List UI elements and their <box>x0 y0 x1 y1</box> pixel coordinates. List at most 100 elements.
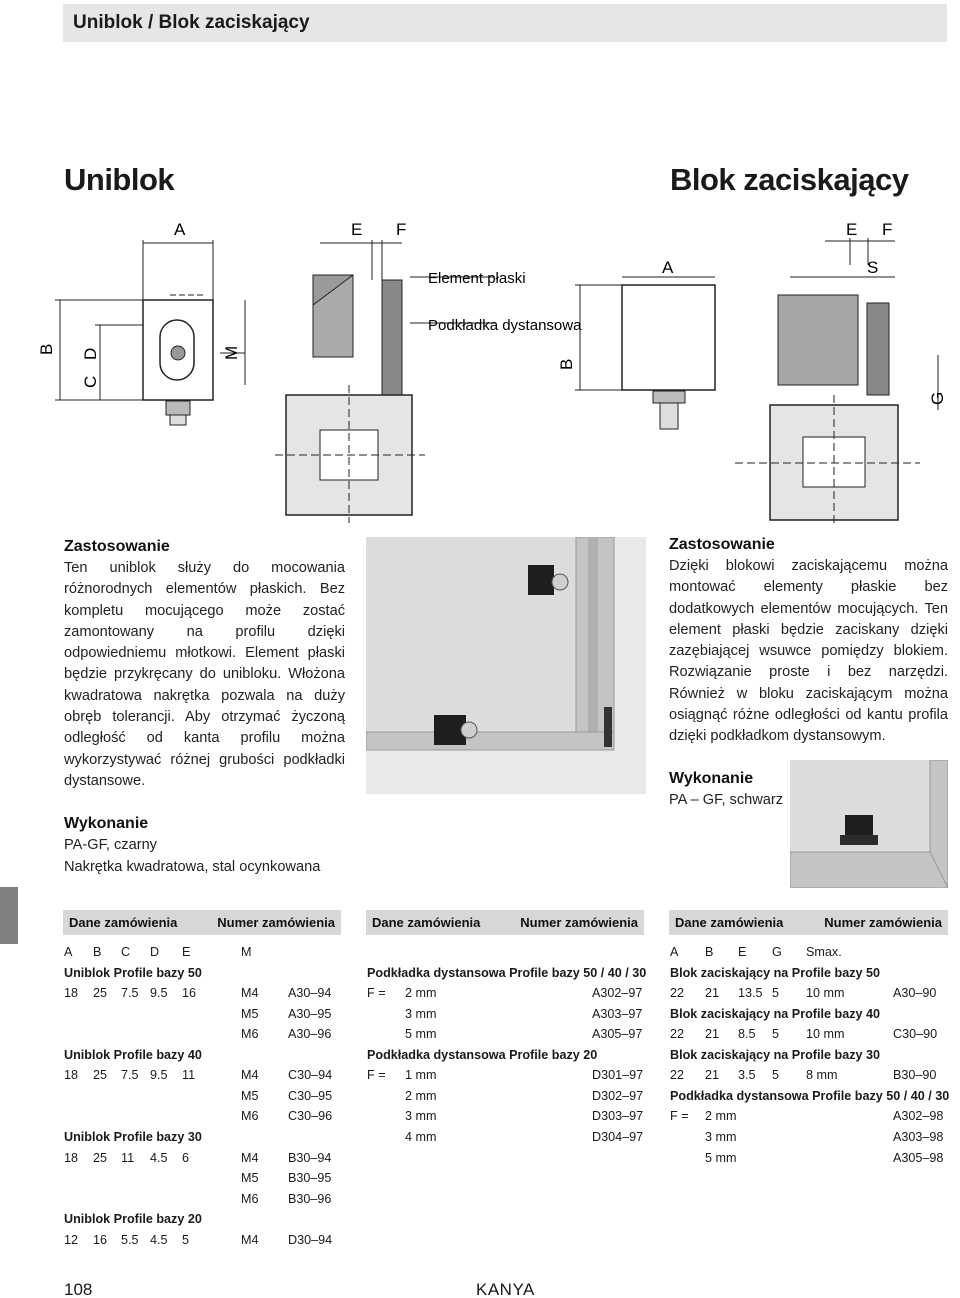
table1-cell: 25 <box>93 1068 108 1083</box>
uniblok-drawing: A E F B C D M <box>37 220 425 523</box>
thickness-label: F = <box>670 1109 689 1124</box>
left-material: PA-GF, czarny <box>64 837 157 854</box>
thread-size: M5 <box>241 1006 259 1021</box>
page-number: 108 <box>64 1280 93 1298</box>
table3-cell: 21 <box>705 1068 720 1083</box>
thread-size: M4 <box>241 1232 259 1247</box>
column-A: A <box>64 945 73 959</box>
table1-cell: 6 <box>182 1150 190 1165</box>
order-number: D304–97 <box>592 1129 644 1144</box>
callout-spacer: Podkładka dystansowa <box>428 317 582 334</box>
table1-cell: 12 <box>64 1232 79 1247</box>
table3-cell: 22 <box>670 1027 685 1042</box>
profile-section-right <box>735 294 920 523</box>
table1-cell: 4.5 <box>150 1150 168 1165</box>
thickness-value: 3 mm <box>405 1109 437 1124</box>
table3-cell: 13.5 <box>738 986 763 1001</box>
table3-cell: 10 mm <box>806 986 845 1001</box>
table3-cell: 22 <box>670 1068 685 1083</box>
order-number: A30–96 <box>288 1027 332 1042</box>
table1-group-title: Uniblok Profile bazy 50 <box>64 965 202 980</box>
dim-label-A: A <box>174 220 186 239</box>
dim-label-S: S <box>867 258 878 277</box>
table1-header: Dane zamówienia Numer zamówienia <box>63 910 341 935</box>
table3-cell: 21 <box>705 1027 720 1042</box>
uniblok-photo <box>366 537 646 794</box>
order-number: A305–97 <box>592 1027 643 1042</box>
table1-cell: 11 <box>121 1150 135 1165</box>
left-heading-application: Zastosowanie <box>64 538 170 555</box>
column-G: G <box>772 945 782 959</box>
table3-header-right: Numer zamówienia <box>824 915 942 930</box>
dim-label-A-right: A <box>662 258 674 277</box>
order-number: D303–97 <box>592 1109 644 1124</box>
chapter-tab <box>0 887 18 944</box>
table1-cell: 7.5 <box>121 986 139 1001</box>
thickness-value: 4 mm <box>405 1129 437 1144</box>
table3-cell: 3.5 <box>738 1068 756 1083</box>
clip-bottom <box>434 715 478 745</box>
left-nut: Nakrętka kwadratowa, stal ocynkowana <box>64 858 321 875</box>
table1-cell: 25 <box>93 986 108 1001</box>
thread-size: M5 <box>241 1171 259 1186</box>
table1-cell: 4.5 <box>150 1232 168 1247</box>
table3-cell: 5 <box>772 1068 780 1083</box>
order-number: B30–90 <box>893 1068 937 1083</box>
column-D: D <box>150 945 160 959</box>
table1-cell: 18 <box>64 1068 79 1083</box>
order-number: C30–94 <box>288 1068 333 1083</box>
thread-size: M5 <box>241 1088 259 1103</box>
table1-header-left: Dane zamówienia <box>69 915 178 930</box>
order-number: A303–98 <box>893 1129 944 1144</box>
table3-group-title: Blok zaciskający na Profile bazy 30 <box>670 1047 881 1062</box>
order-number: D302–97 <box>592 1088 644 1103</box>
table1-cell: 5.5 <box>121 1232 139 1247</box>
order-number: B30–96 <box>288 1191 332 1206</box>
right-material: PA – GF, schwarz <box>669 791 784 808</box>
table1-cell: 9.5 <box>150 1068 168 1083</box>
table2-header-left: Dane zamówienia <box>372 915 481 930</box>
left-description: Zastosowanie Ten uniblok służy do mocowa… <box>64 536 345 878</box>
table1-header-right: Numer zamówienia <box>217 915 335 930</box>
order-number: A302–97 <box>592 986 643 1001</box>
table2-header-right: Numer zamówienia <box>520 915 638 930</box>
table1-cell: 5 <box>182 1232 190 1247</box>
order-number: B30–95 <box>288 1171 332 1186</box>
order-number: D301–97 <box>592 1068 644 1083</box>
order-number: A30–95 <box>288 1006 332 1021</box>
table1-cell: 25 <box>93 1150 108 1165</box>
table1-group-title: Uniblok Profile bazy 40 <box>64 1047 202 1062</box>
blok-photo <box>790 760 948 888</box>
thickness-value: 3 mm <box>705 1129 737 1144</box>
right-body-application: Dzięki blokowi zaciskającemu można monto… <box>669 558 948 745</box>
thread-size: M4 <box>241 1068 259 1083</box>
right-heading-application: Zastosowanie <box>669 536 775 553</box>
order-number: A302–98 <box>893 1109 944 1124</box>
table3-cell: 10 mm <box>806 1027 845 1042</box>
thickness-value: 2 mm <box>405 1088 437 1103</box>
table2-group-title: Podkładka dystansowa Profile bazy 20 <box>367 1047 598 1062</box>
thickness-value: 2 mm <box>705 1109 737 1124</box>
brand-footer: KANYA <box>476 1280 535 1298</box>
left-heading-execution: Wykonanie <box>64 815 149 833</box>
thickness-value: 5 mm <box>705 1150 737 1165</box>
table3-cell: 8.5 <box>738 1027 756 1042</box>
dim-label-F-right: F <box>882 220 892 239</box>
profile-section-left <box>275 274 425 523</box>
table1-cell: 16 <box>93 1232 108 1247</box>
table3-header: Dane zamówienia Numer zamówienia <box>669 910 948 935</box>
order-number: A30–94 <box>288 986 332 1001</box>
column-E: E <box>182 945 191 959</box>
left-body-application: Ten uniblok służy do mocowania różnorodn… <box>64 560 345 789</box>
thread-size: M4 <box>241 1150 259 1165</box>
column-E: E <box>738 945 747 959</box>
table3-cell: 5 <box>772 1027 780 1042</box>
thickness-label: F = <box>367 986 386 1001</box>
thread-size: M6 <box>241 1191 259 1206</box>
blok-front-view <box>621 284 716 430</box>
dim-label-F: F <box>396 220 406 239</box>
thread-size: M6 <box>241 1027 259 1042</box>
column-M: M <box>241 945 252 959</box>
table1-group-title: Uniblok Profile bazy 30 <box>64 1129 202 1144</box>
column-Smax.: Smax. <box>806 945 842 959</box>
